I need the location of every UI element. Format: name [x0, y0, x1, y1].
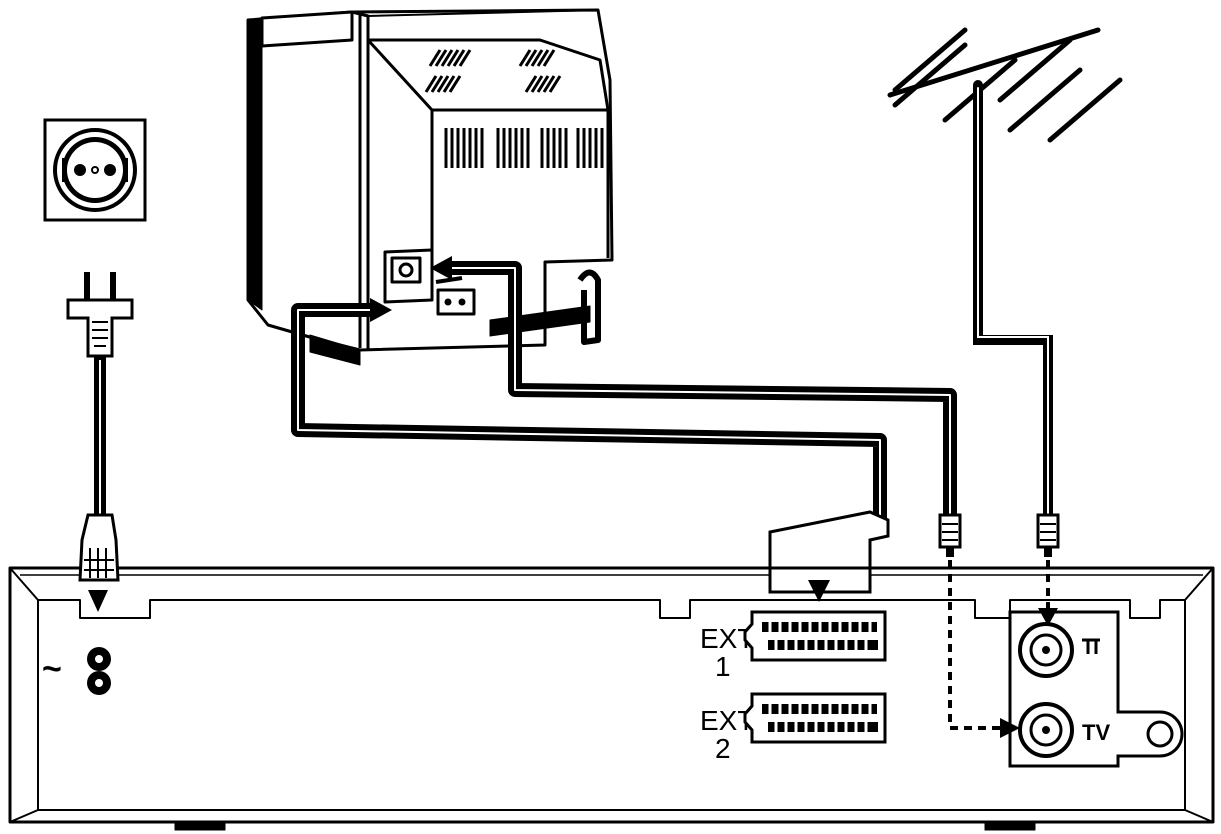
connection-guides	[948, 560, 1050, 730]
figure-eight-connector[interactable]	[78, 513, 120, 582]
scart-plug[interactable]	[768, 510, 890, 602]
antenna-in-socket[interactable]	[1018, 622, 1100, 678]
scart-socket-ext1[interactable]: EXT 1	[700, 610, 887, 682]
scart-ext2-number: 2	[715, 733, 731, 764]
right-arrow-icon	[1000, 718, 1020, 738]
rf-plug-antenna[interactable]	[1036, 513, 1060, 557]
right-arrow-icon	[370, 298, 392, 322]
mains-inlet[interactable]: ~	[42, 590, 111, 695]
scart-ext1-number: 1	[715, 651, 731, 682]
down-arrow-icon	[88, 590, 108, 612]
antenna-symbol-icon	[1082, 638, 1100, 654]
roof-antenna-icon	[887, 27, 1123, 525]
mains-plug[interactable]	[66, 272, 134, 358]
scart-cable	[291, 298, 887, 520]
rf-plug-tv[interactable]	[938, 513, 962, 557]
down-arrow-icon	[1038, 608, 1058, 626]
tv-out-socket[interactable]: TV	[1018, 702, 1110, 758]
down-arrow-icon	[808, 580, 830, 602]
power-symbol-label: ~	[42, 650, 62, 688]
wall-socket	[43, 118, 147, 222]
left-arrow-icon	[430, 256, 452, 280]
scart-socket-ext2[interactable]: EXT 2	[700, 692, 887, 764]
figure-eight-socket-icon	[87, 647, 111, 695]
tv-out-label: TV	[1082, 720, 1110, 745]
antenna-socket-panel: TV	[1008, 610, 1184, 768]
rf-cable	[430, 256, 957, 520]
